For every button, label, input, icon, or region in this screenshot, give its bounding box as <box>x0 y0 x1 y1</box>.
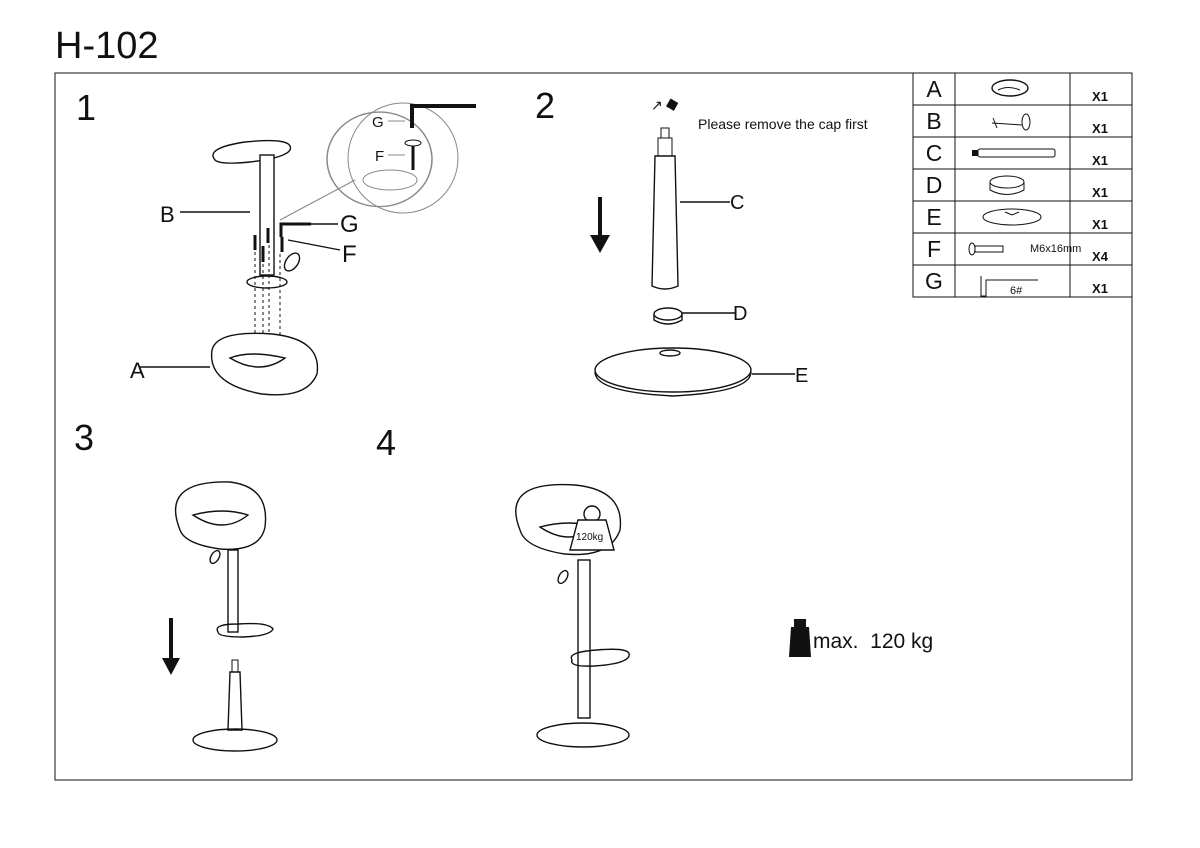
label-B: B <box>160 202 175 227</box>
part-letter: B <box>926 108 941 134</box>
label-A: A <box>130 358 145 383</box>
part-letter: D <box>926 172 943 198</box>
gas-lift-icon <box>972 148 1056 158</box>
label-D: D <box>733 303 747 325</box>
step-3-number: 3 <box>74 417 94 458</box>
part-F-spec: M6x16mm <box>1030 243 1081 255</box>
part-letter: G <box>925 268 943 294</box>
part-letter: C <box>926 140 943 166</box>
detail-label-G: G <box>372 114 384 131</box>
label-F: F <box>342 241 357 268</box>
weight-label: 120kg <box>576 532 603 543</box>
allen-key-icon <box>980 276 1038 297</box>
label-C: C <box>730 192 744 214</box>
base-icon <box>982 208 1042 226</box>
label-G: G <box>340 211 359 238</box>
weight-icon <box>794 619 806 627</box>
step-4-number: 4 <box>376 422 396 463</box>
part-qty: X1 <box>1092 89 1108 104</box>
cap-note: Please remove the cap first <box>698 116 868 132</box>
footrest-icon <box>991 113 1031 131</box>
label-E: E <box>795 365 808 387</box>
seat-icon <box>991 79 1029 97</box>
part-letter: F <box>927 236 941 262</box>
step-3-drawing <box>162 481 278 752</box>
part-letter: A <box>926 76 942 102</box>
weight-icon <box>569 519 615 551</box>
part-G-spec: 6# <box>1010 285 1023 297</box>
step-1-number: 1 <box>76 87 96 128</box>
document-title: H-102 <box>55 25 159 67</box>
cap-arrow-icon: ↗ <box>651 97 663 113</box>
max-load-text: max. 120 kg <box>813 630 933 653</box>
step-4-drawing: 120kg <box>515 483 630 748</box>
part-letter: E <box>926 204 941 230</box>
part-qty: X1 <box>1092 217 1108 232</box>
step-2-number: 2 <box>535 85 555 126</box>
part-qty: X1 <box>1092 185 1108 200</box>
frame <box>54 72 1133 781</box>
part-qty: X4 <box>1092 249 1109 264</box>
step-1-drawing: G F A B G F <box>130 102 476 396</box>
detail-label-F: F <box>375 148 384 165</box>
part-qty: X1 <box>1092 121 1108 136</box>
ring-icon <box>989 175 1025 195</box>
max-load: max. 120 kg <box>789 619 933 657</box>
part-qty: X1 <box>1092 281 1108 296</box>
step-2-drawing: ↗ Please remove the cap first C D E <box>590 97 868 397</box>
part-qty: X1 <box>1092 153 1108 168</box>
screw-icon <box>968 242 1004 256</box>
